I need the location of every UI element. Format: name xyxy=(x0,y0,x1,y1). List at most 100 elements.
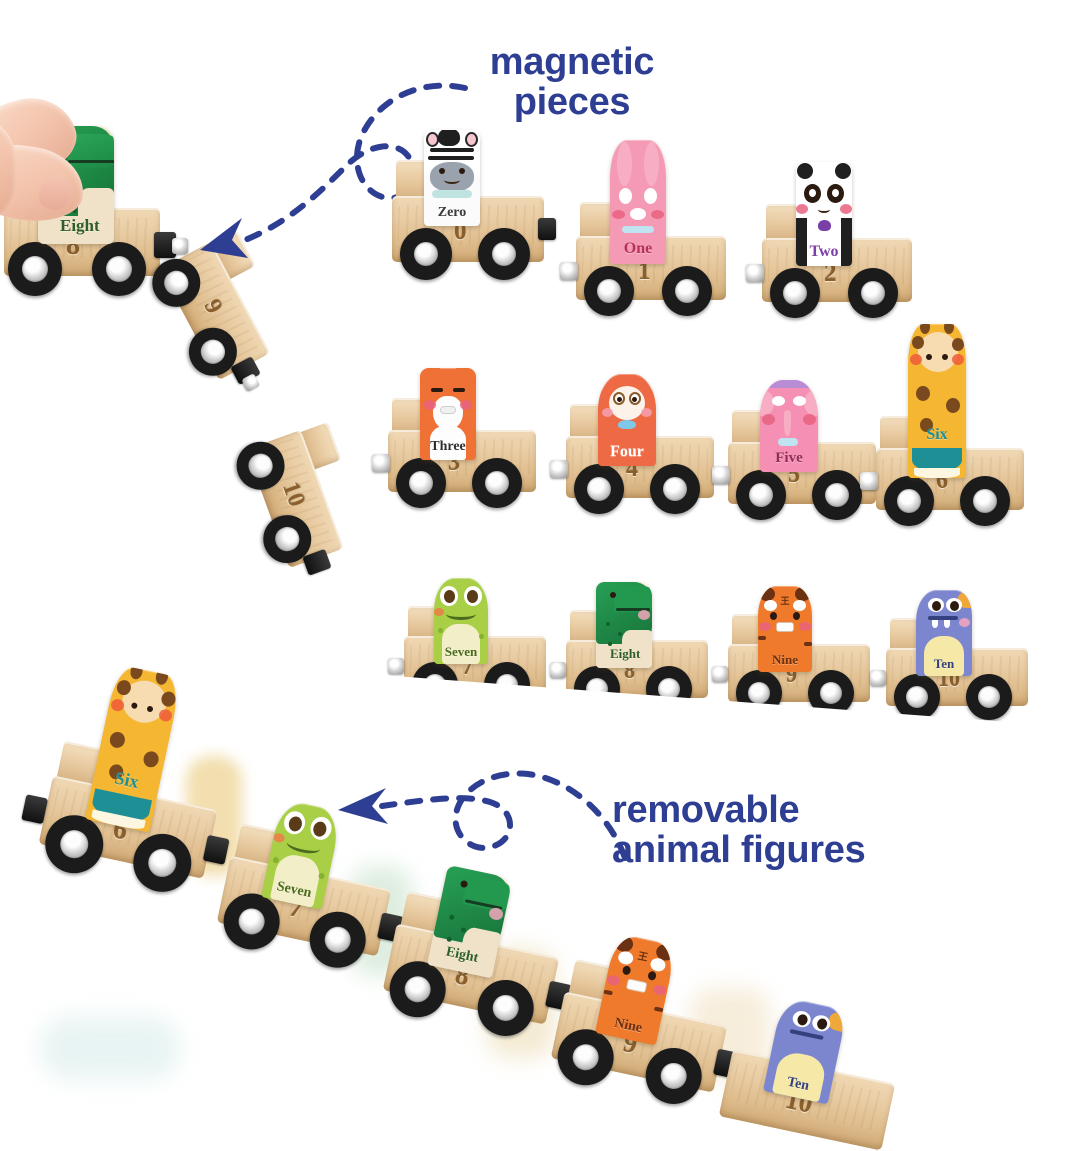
cheek xyxy=(602,408,613,417)
mouth xyxy=(444,176,460,184)
cheek xyxy=(157,708,174,723)
ear xyxy=(644,390,656,410)
pupil xyxy=(632,397,637,402)
cheek xyxy=(803,414,816,425)
magnet-coupler xyxy=(712,466,730,484)
wheel xyxy=(584,266,634,316)
grid-car-3: 3 Three xyxy=(372,368,536,508)
mouth xyxy=(446,608,476,620)
animal-figure-frog[interactable]: Seven xyxy=(434,578,488,664)
wheel xyxy=(894,674,940,720)
scale-spot xyxy=(608,642,612,646)
spot xyxy=(479,634,484,639)
eye xyxy=(772,396,785,406)
magnet-coupler xyxy=(860,472,878,490)
scale-spot xyxy=(72,208,77,213)
annotation-removable-figures: removable animal figures xyxy=(612,790,902,871)
figure-word: Eight xyxy=(610,646,641,661)
pupil xyxy=(467,590,478,603)
cheek xyxy=(952,354,964,365)
spot xyxy=(318,872,326,880)
animal-figure-crocodile[interactable]: Eight xyxy=(596,582,652,668)
scale-spot xyxy=(606,622,610,626)
animal-figure-dinosaur[interactable]: Ten xyxy=(916,590,972,676)
animal-figure-rabbit[interactable]: One xyxy=(610,140,666,264)
animal-figure-elephant[interactable]: Five xyxy=(760,380,818,472)
cheek xyxy=(652,983,668,997)
eye xyxy=(764,600,777,611)
spot xyxy=(952,338,964,351)
eye xyxy=(832,189,839,197)
ear xyxy=(835,163,851,179)
eye xyxy=(793,612,800,620)
wheel xyxy=(848,268,898,318)
grid-car-0: 0 Zero xyxy=(392,130,556,280)
eye xyxy=(439,168,445,174)
ear xyxy=(759,587,775,601)
magnet-coupler xyxy=(746,264,764,282)
animal-figure-panda[interactable]: Two xyxy=(796,162,852,266)
cheek xyxy=(460,400,472,410)
ear xyxy=(760,390,774,416)
stripe xyxy=(603,989,613,996)
cheek xyxy=(910,354,922,365)
pupil xyxy=(932,601,941,611)
eye xyxy=(647,970,657,982)
belly xyxy=(923,636,965,676)
grid-car-1: 1 One xyxy=(560,140,726,316)
eye xyxy=(942,354,948,360)
car-number: 1 xyxy=(638,258,651,285)
car-number: 7 xyxy=(462,654,473,679)
train-car-bottom-8: 8 Eight xyxy=(382,864,572,1042)
figure-word: Five xyxy=(775,450,803,467)
cheek xyxy=(799,622,811,631)
wheel xyxy=(662,266,712,316)
figure-word: Eight xyxy=(60,216,100,235)
palm xyxy=(0,118,16,222)
cheek xyxy=(612,210,625,219)
grid-car-5: 5 Five xyxy=(712,380,876,520)
figure-word: Ten xyxy=(933,655,955,671)
animal-figure-giraffe[interactable]: Six xyxy=(908,324,966,478)
animal-figure-tiger[interactable]: 王 Nine xyxy=(758,586,812,672)
wheel xyxy=(966,674,1012,720)
pupil xyxy=(444,590,455,603)
wheel xyxy=(92,242,146,296)
spot xyxy=(912,336,924,349)
cheek xyxy=(651,210,664,219)
figure-word: Three xyxy=(430,439,466,455)
eye xyxy=(793,600,806,611)
figure-word: One xyxy=(623,239,653,257)
train-car-10: 10 xyxy=(229,422,344,576)
magnet-coupler xyxy=(388,658,404,674)
cheek xyxy=(759,622,771,631)
pupil xyxy=(617,397,622,402)
spot xyxy=(916,386,930,401)
figure-word: Two xyxy=(809,242,839,260)
infographic-canvas: 8 Eight xyxy=(0,0,1080,1080)
wheel xyxy=(478,228,530,280)
animal-figure-monkey[interactable]: Four xyxy=(598,374,656,466)
wheel xyxy=(396,458,446,508)
mouth xyxy=(818,206,830,213)
magnet-coupler xyxy=(550,662,566,678)
grid-car-9: 9 王 Nine xyxy=(712,586,870,716)
cheek xyxy=(840,204,852,214)
eye xyxy=(431,388,443,392)
spot xyxy=(920,418,933,432)
car-number: 9 xyxy=(786,662,797,687)
ear xyxy=(598,390,610,410)
magnet-coupler xyxy=(870,670,886,686)
animal-figure-fox[interactable]: Three xyxy=(420,368,476,460)
eye xyxy=(621,965,632,976)
cheek xyxy=(606,974,622,987)
cheek xyxy=(434,608,444,616)
wheel xyxy=(770,268,820,318)
animal-figure-zebra[interactable]: Zero xyxy=(424,130,480,226)
ear xyxy=(644,142,659,186)
spot xyxy=(946,398,960,413)
eye xyxy=(617,949,635,966)
ear xyxy=(617,142,632,186)
cheek xyxy=(638,610,650,620)
eye xyxy=(770,612,777,620)
